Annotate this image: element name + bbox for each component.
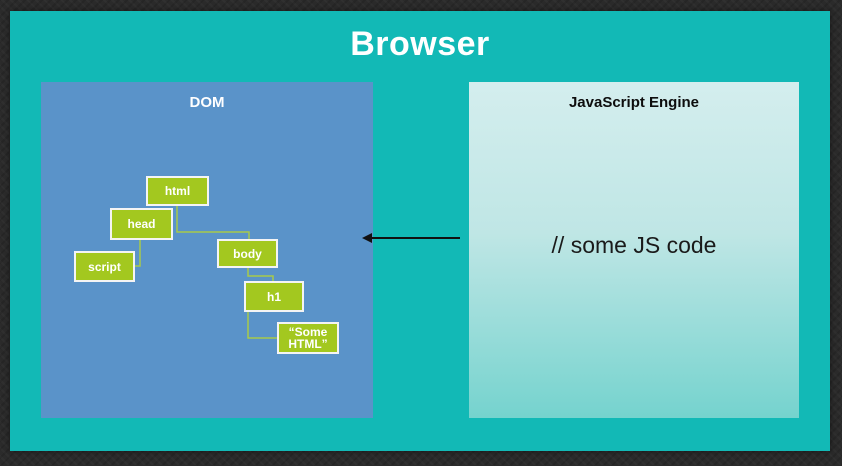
connector-body-h1 [247,268,274,281]
node-h1: h1 [244,281,304,312]
node-script: script [74,251,135,282]
browser-box: Browser DOM html head body script h1 “So… [10,11,830,451]
js-engine-title: JavaScript Engine [568,94,700,111]
connector-h1-text [247,312,277,339]
node-head: head [110,208,173,240]
dom-panel: DOM html head body script h1 “Some HTML” [41,82,373,418]
node-body: body [217,239,278,268]
dom-tree-connectors [134,206,277,339]
arrow-js-to-dom [362,233,460,243]
connector-html-children [176,206,250,239]
js-engine-panel: JavaScript Engine // some JS code [469,82,799,418]
browser-title: Browser [350,25,490,63]
js-code-comment: // some JS code [551,232,717,258]
dom-title: DOM [189,94,225,111]
node-text: “Some HTML” [277,322,339,354]
node-html: html [146,176,209,206]
